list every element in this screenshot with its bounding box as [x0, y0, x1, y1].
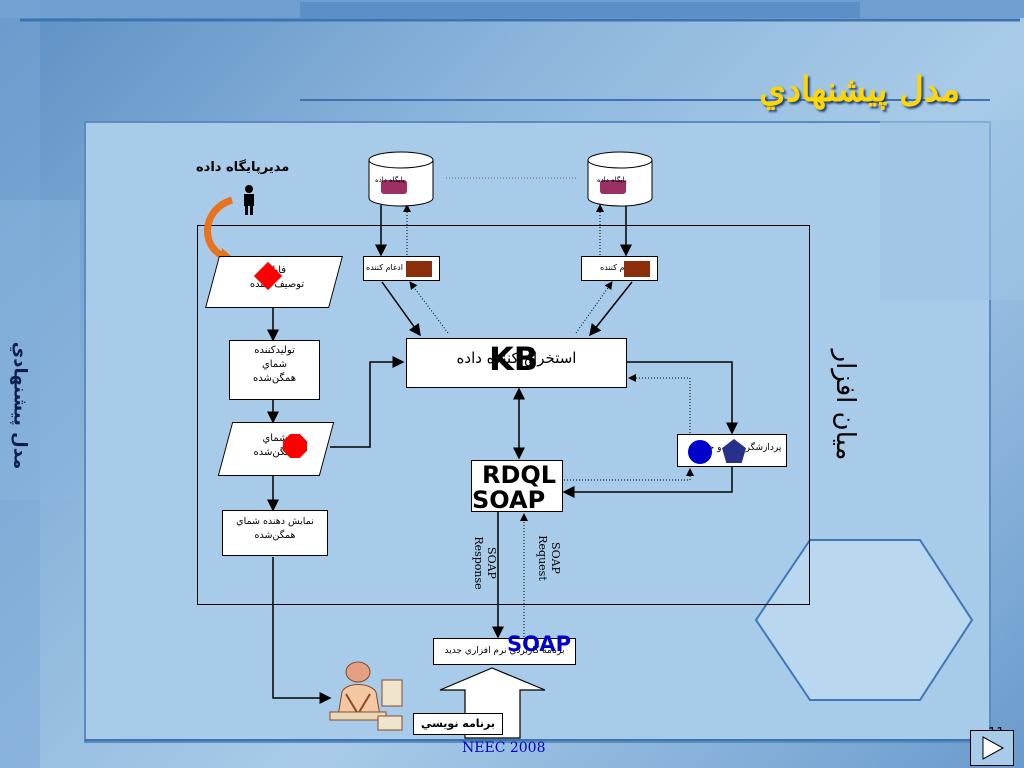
unified-schema-label: شماي همگن‌شده	[253, 433, 297, 458]
schema-viewer	[222, 510, 328, 556]
programmer-box	[413, 713, 503, 735]
wrapper-right-label: ادغام كننده	[600, 263, 637, 272]
kb-label: KB	[489, 340, 539, 378]
db-left-cylinder	[368, 151, 434, 207]
db-right-cylinder	[587, 151, 653, 207]
next-slide-button[interactable]	[970, 730, 1014, 766]
wrapper-left-marker	[406, 261, 432, 277]
db-right-label: پايگاه داده	[597, 176, 627, 184]
data-extractor-label: استخراج كننده داده	[456, 349, 577, 367]
soap-label: SOAP	[472, 486, 546, 514]
programmer-icon	[329, 661, 403, 731]
soap-response-label: SOAP Response	[472, 536, 498, 590]
schema-generator-label: توليدكننده شماي همگن‌شده	[252, 345, 297, 384]
schema-viewer-label: نمايش دهنده شماي همگن‌شده	[236, 516, 314, 541]
programmer-label: برنامه نويسي	[420, 717, 496, 730]
rdql-label: RDQL	[482, 461, 557, 489]
slide-title: مدل پيشنهادي	[759, 70, 960, 110]
new-application	[433, 638, 576, 665]
wrapper-right-marker	[624, 261, 650, 277]
blue-circle-marker	[688, 440, 712, 464]
wrapper-left-label: ادغام كننده	[366, 263, 403, 272]
footer-text: NEEC 2008	[462, 740, 546, 756]
middleware-frame	[197, 225, 810, 605]
schema-generator	[229, 340, 320, 400]
rdql-soap-box	[471, 460, 563, 512]
db-admin-label: مديرپايگاه داده	[196, 160, 290, 175]
new-application-label: برنامه كاربردي نرم افزاري جديد	[444, 646, 565, 656]
red-octagon-marker	[283, 434, 307, 458]
soap-request-label: SOAP Request	[536, 535, 562, 581]
soap-blue-label: SOAP	[507, 632, 572, 656]
data-extractor	[406, 338, 627, 388]
play-icon	[982, 736, 1005, 760]
db-left-label: پايگاه داده	[375, 176, 405, 184]
person-icon	[244, 185, 254, 215]
